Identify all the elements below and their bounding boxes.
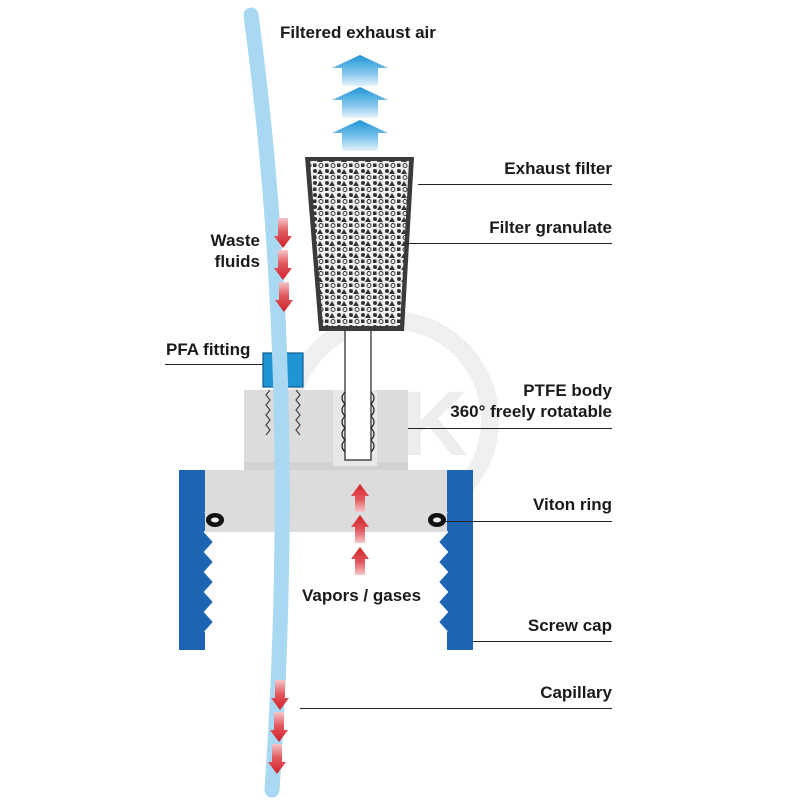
up-arrow-icon (332, 87, 388, 118)
viton-ring (206, 513, 446, 527)
waste-fluids-label: Waste fluids (190, 230, 260, 272)
ptfe-body-line1: PTFE body (523, 381, 612, 400)
viton-ring-label: Viton ring (532, 495, 612, 514)
exhaust-filter-label: Exhaust filter (504, 159, 612, 178)
up-arrow-icon (351, 547, 369, 575)
up-arrow-icon (332, 55, 388, 86)
capillary-label: Capillary (540, 683, 612, 702)
ptfe-body-label: PTFE body 360° freely rotatable (450, 380, 612, 422)
exhaust-arrows (332, 55, 388, 151)
down-arrow-icon (268, 744, 286, 774)
down-arrow-icon (274, 250, 292, 280)
screw-cap-label: Screw cap (527, 616, 612, 635)
leader-capillary (300, 708, 612, 709)
vapor-flow-arrows (351, 484, 369, 575)
capillary-flow-arrows (268, 680, 289, 774)
filter-granulate-label: Filter granulate (489, 218, 612, 237)
capillary-tube (243, 7, 290, 798)
leader-ptfe-body (408, 428, 612, 429)
down-arrow-icon (271, 680, 289, 710)
leader-pfa-fitting (165, 364, 263, 365)
leader-viton-ring (446, 521, 612, 522)
waste-flow-arrows (274, 218, 293, 312)
up-arrow-icon (332, 120, 388, 151)
vapors-gases-label: Vapors / gases (302, 586, 422, 605)
exhaust-filter (305, 157, 414, 331)
up-arrow-icon (351, 515, 369, 543)
pfa-fitting-label: PFA fitting (166, 340, 251, 359)
up-arrow-icon (351, 484, 369, 512)
filtered-exhaust-air-label: Filtered exhaust air (280, 23, 436, 42)
down-arrow-icon (270, 712, 288, 742)
down-arrow-icon (274, 218, 292, 248)
waste-fluids-line2: fluids (214, 252, 260, 271)
waste-fluids-line1: Waste (210, 231, 260, 250)
leader-exhaust-filter (418, 184, 612, 185)
leader-screw-cap (473, 641, 612, 642)
leader-filter-granulate (405, 243, 612, 244)
filter-stem (341, 329, 375, 461)
ptfe-body-line2: 360° freely rotatable (450, 402, 612, 421)
down-arrow-icon (275, 282, 293, 312)
